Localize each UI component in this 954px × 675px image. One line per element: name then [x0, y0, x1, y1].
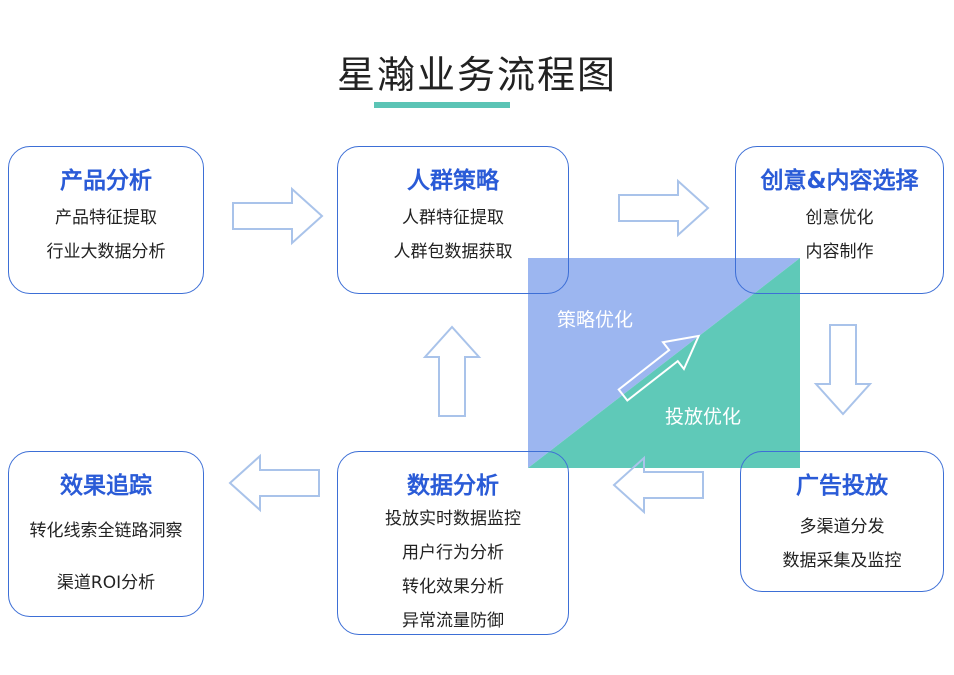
arrow-down-icon [813, 324, 873, 416]
ad-delivery-item: 多渠道分发 [799, 517, 885, 537]
crowd-strategy-box: 人群策略 人群特征提取 人群包数据获取 [337, 146, 569, 294]
data-analysis-box: 数据分析 投放实时数据监控 用户行为分析 转化效果分析 异常流量防御 [337, 451, 569, 635]
crowd-strategy-item: 人群特征提取 [402, 208, 504, 228]
diagonal-arrow-icon [617, 334, 701, 402]
arrow-left-icon [612, 455, 704, 515]
effect-tracking-box: 效果追踪 转化线索全链路洞察 渠道ROI分析 [8, 451, 204, 617]
optimization-square [528, 258, 800, 468]
data-analysis-item: 异常流量防御 [402, 611, 504, 631]
strategy-optimization-label: 策略优化 [557, 309, 634, 331]
data-analysis-item: 用户行为分析 [402, 543, 504, 563]
arrow-left-icon [228, 453, 320, 513]
delivery-optimization-label: 投放优化 [665, 406, 742, 428]
effect-tracking-item: 转化线索全链路洞察 [29, 521, 183, 541]
ad-delivery-heading: 广告投放 [796, 473, 888, 499]
crowd-strategy-item: 人群包数据获取 [393, 242, 513, 262]
effect-tracking-item: 渠道ROI分析 [56, 573, 156, 593]
crowd-strategy-heading: 人群策略 [407, 168, 499, 194]
creative-content-box: 创意&内容选择 创意优化 内容制作 [735, 146, 944, 294]
data-analysis-item: 投放实时数据监控 [385, 509, 521, 529]
arrow-right-icon [232, 186, 324, 246]
product-analysis-item: 产品特征提取 [55, 208, 157, 228]
arrow-up-icon [422, 325, 482, 417]
effect-tracking-heading: 效果追踪 [60, 473, 152, 499]
creative-content-heading: 创意&内容选择 [760, 168, 919, 194]
ad-delivery-box: 广告投放 多渠道分发 数据采集及监控 [740, 451, 944, 592]
product-analysis-box: 产品分析 产品特征提取 行业大数据分析 [8, 146, 204, 294]
product-analysis-heading: 产品分析 [60, 168, 152, 194]
data-analysis-item: 转化效果分析 [402, 577, 504, 597]
creative-content-item: 创意优化 [805, 208, 874, 228]
ad-delivery-item: 数据采集及监控 [782, 551, 902, 571]
title-underline [374, 102, 510, 108]
product-analysis-item: 行业大数据分析 [46, 242, 166, 262]
delivery-optimization-area [528, 258, 800, 468]
creative-content-item: 内容制作 [805, 242, 874, 262]
data-analysis-heading: 数据分析 [407, 473, 499, 499]
page-title: 星瀚业务流程图 [336, 53, 617, 97]
arrow-right-icon [618, 178, 710, 238]
